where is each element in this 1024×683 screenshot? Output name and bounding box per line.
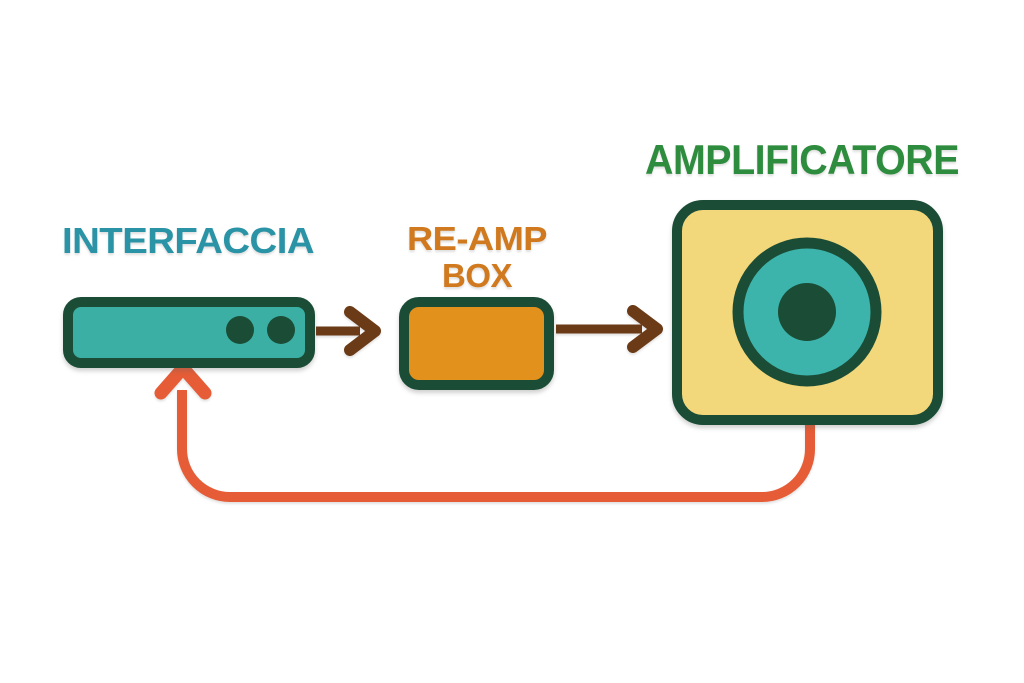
interface-label: INTERFACCIA bbox=[62, 220, 315, 261]
audio-interface: INTERFACCIA bbox=[62, 220, 315, 368]
reamp-box-body bbox=[399, 297, 554, 390]
interface-knob-icon bbox=[267, 316, 295, 344]
interface-knob-icon bbox=[226, 316, 254, 344]
amplifier: AMPLIFICATORE bbox=[645, 136, 960, 425]
amplifier-label: AMPLIFICATORE bbox=[645, 136, 959, 183]
right-arrow-icon bbox=[344, 306, 381, 356]
right-arrow-icon bbox=[627, 305, 663, 353]
arrow-interface-to-reamp bbox=[316, 306, 381, 356]
arrow-reamp-to-amplifier bbox=[556, 305, 663, 353]
speaker-dust-cap-icon bbox=[778, 283, 836, 341]
reamp-box-label-line1: RE-AMP bbox=[407, 220, 547, 257]
feedback-loop-wire bbox=[177, 390, 815, 502]
reamp-box-label-line2: BOX bbox=[442, 257, 513, 294]
feedback-up-arrow-icon bbox=[154, 361, 212, 400]
reamp-box: RE-AMP BOX bbox=[399, 220, 554, 390]
audio-interface-body bbox=[63, 297, 315, 368]
